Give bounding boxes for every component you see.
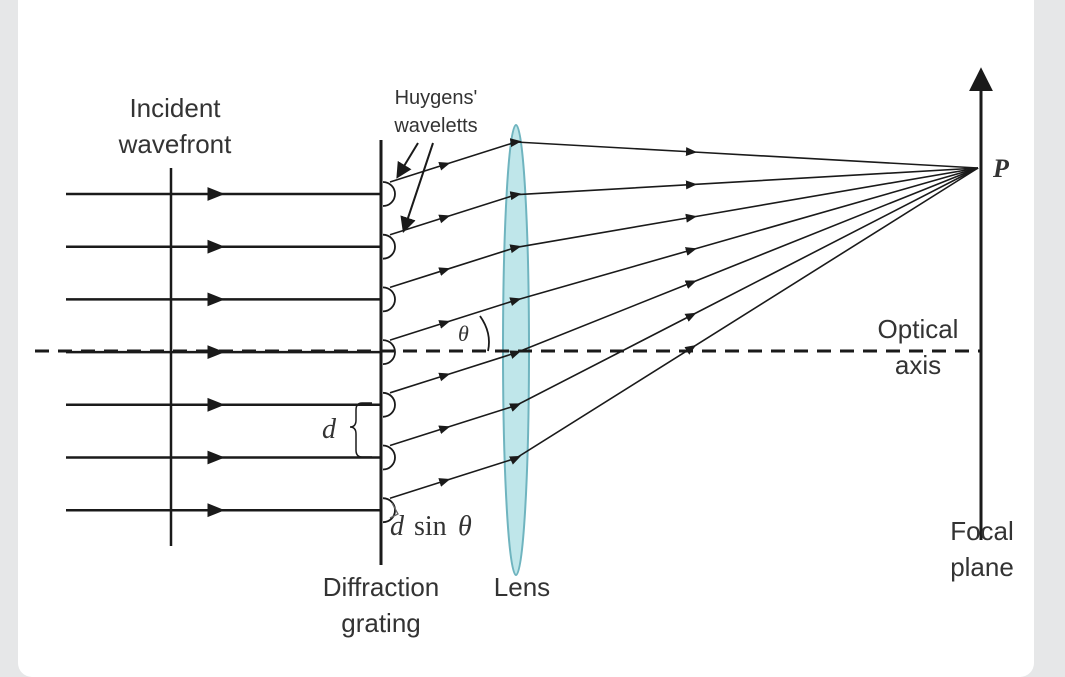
diffracted-ray	[389, 167, 979, 447]
diffracted-ray	[389, 167, 979, 499]
wavelet	[382, 444, 396, 471]
d-brace	[349, 402, 372, 458]
d-label: d	[322, 414, 337, 445]
dsin-bracket	[389, 502, 399, 519]
wavelet	[382, 339, 396, 365]
dsin-theta-label: θ	[458, 511, 472, 542]
wavelet	[382, 233, 396, 260]
wavelet	[382, 181, 396, 207]
dsin-sin-label: sin	[414, 511, 447, 542]
diffracted-ray	[389, 167, 979, 289]
wavelet	[382, 391, 396, 418]
theta-label: θ	[458, 321, 469, 346]
huygens-label-line2: waveletts	[393, 115, 477, 137]
huygens-pointer-2	[400, 142, 434, 234]
wavelet	[382, 497, 396, 524]
diffracted-rays	[389, 138, 979, 499]
incident-rays	[66, 187, 381, 518]
focal-plane-label-line1: Focal	[950, 516, 1014, 546]
diffracted-ray	[389, 138, 979, 183]
optical-axis-label-line2: axis	[895, 350, 941, 380]
dsin-d-label: d	[390, 511, 405, 542]
theta-arc	[479, 315, 490, 352]
diffracted-ray	[389, 167, 979, 236]
incident-label-line1: Incident	[129, 93, 221, 123]
grating-label-line1: Diffraction	[323, 572, 440, 602]
huygens-label-line1: Huygens'	[395, 87, 478, 109]
point-p-label: P	[992, 154, 1010, 183]
lens-label: Lens	[494, 572, 550, 602]
optical-axis-label-line1: Optical	[878, 314, 959, 344]
diffracted-ray	[389, 167, 979, 394]
grating-label-line2: grating	[341, 608, 421, 638]
focal-plane-label-line2: plane	[950, 552, 1014, 582]
huygens-pointer-1	[396, 142, 419, 179]
incident-label-line2: wavefront	[118, 129, 232, 159]
huygens-wavelets	[382, 181, 396, 524]
wavelet	[382, 286, 396, 313]
